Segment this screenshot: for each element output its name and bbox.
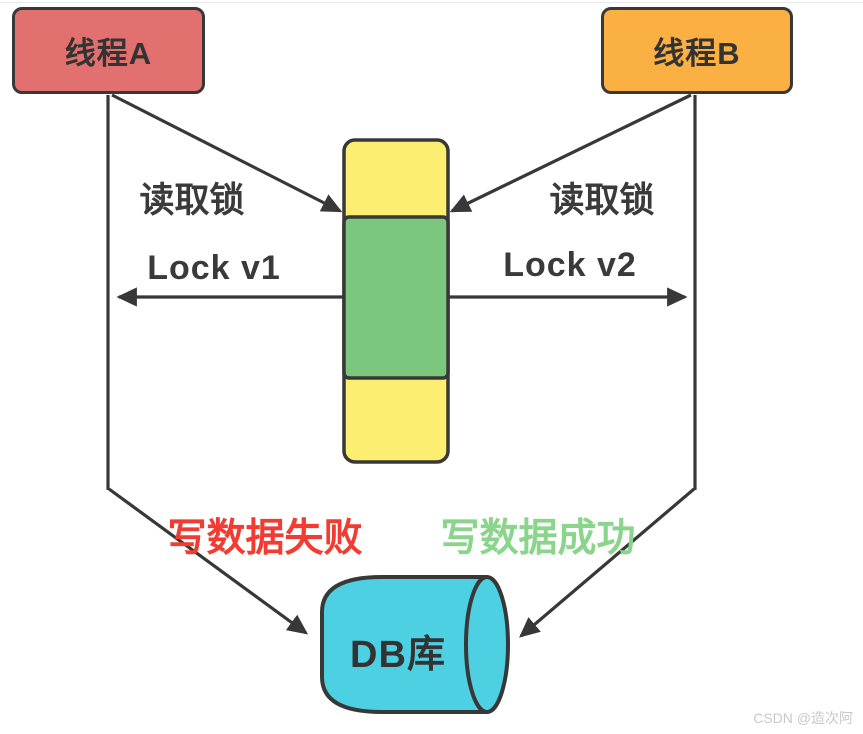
lock-v2-label: Lock v2 xyxy=(503,246,637,284)
write-fail-label: 写数据失败 xyxy=(167,517,363,560)
write-success-arrow xyxy=(519,487,696,638)
top-divider xyxy=(0,2,863,3)
db-label: DB库 xyxy=(350,634,446,676)
stack-green-segment xyxy=(342,215,450,380)
watermark: CSDN @造次阿 xyxy=(753,710,853,726)
thread-b-label: 线程B xyxy=(653,36,741,71)
write-fail-arrow xyxy=(108,487,309,635)
read-lock-label-left: 读取锁 xyxy=(139,181,245,220)
thread-b-box: 线程B xyxy=(601,7,793,94)
read-lock-label-right: 读取锁 xyxy=(549,181,655,220)
thread-a-read-arrow xyxy=(111,93,343,213)
thread-a-box: 线程A xyxy=(12,7,205,94)
lock-v1-label: Lock v1 xyxy=(147,249,281,287)
db-cylinder xyxy=(320,575,510,714)
db-cylinder-face xyxy=(464,575,510,714)
thread-a-label: 线程A xyxy=(64,36,153,71)
thread-b-read-arrow xyxy=(449,93,692,213)
write-success-label: 写数据成功 xyxy=(440,517,636,560)
lock-stack xyxy=(342,138,450,464)
db-cylinder-body xyxy=(320,575,487,714)
